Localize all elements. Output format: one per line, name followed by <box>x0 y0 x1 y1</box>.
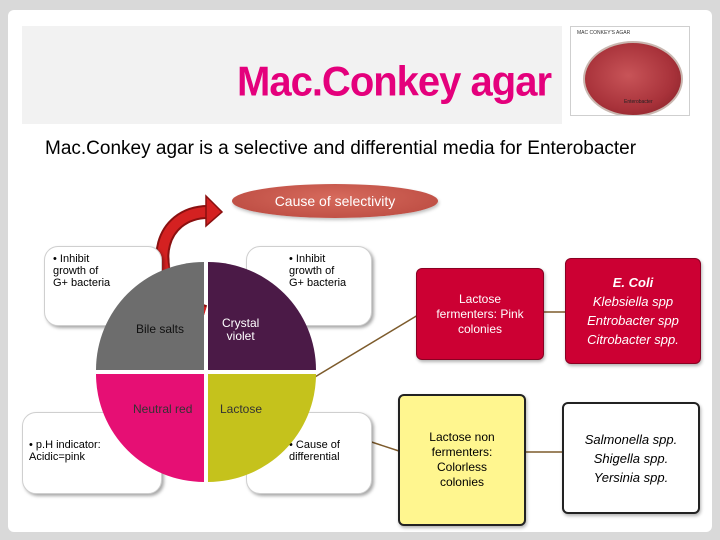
organism-shigella: Shigella spp. <box>593 450 669 466</box>
bile-salts-label: Bile salts <box>136 322 185 336</box>
organism-citrobacter: Citrobacter spp. <box>587 332 679 347</box>
crystal-violet-label: Crystal violet <box>222 316 260 343</box>
lactose-non-fermenters-text: Lactose non fermenters: Colorless coloni… <box>429 430 495 489</box>
note-bottom-left-text: • p.H indicator: Acidic=pink <box>29 439 101 463</box>
organism-yersinia: Yersinia spp. <box>593 469 669 485</box>
note-top-right-text: • Inhibit growth of G+ bacteria <box>289 253 347 289</box>
lactose-fermenters-text: Lactose fermenters: Pink colonies <box>436 291 524 336</box>
title-banner <box>22 26 562 124</box>
lactose-label: Lactose <box>220 402 263 416</box>
organism-klebsiella: Klebsiella spp <box>592 294 674 309</box>
non-fermenter-organisms-box: Salmonella spp. Shigella spp. Yersinia s… <box>562 402 700 514</box>
neutral-red-label: Neutral red <box>133 402 193 416</box>
note-top-left-text: • Inhibit growth of G+ bacteria <box>53 253 111 289</box>
dish-label: Enterobacter <box>624 99 653 105</box>
petri-dish <box>583 41 683 115</box>
slide-title: Mac.Conkey agar <box>237 58 552 106</box>
lactose-non-fermenters-box: Lactose non fermenters: Colorless coloni… <box>398 394 526 526</box>
fermenter-organisms-box: E. Coli Klebsiella spp Entrobacter spp C… <box>565 258 701 364</box>
organism-salmonella: Salmonella spp. <box>584 431 678 447</box>
agar-plate-photo: MAC CONKEY'S AGAR Enterobacter <box>570 26 690 116</box>
organism-entrobacter: Entrobacter spp <box>587 313 679 328</box>
lactose-fermenters-box: Lactose fermenters: Pink colonies <box>416 268 544 360</box>
note-bottom-right-text: • Cause of differential <box>289 439 340 463</box>
organism-e-coli: E. Coli <box>612 275 654 290</box>
cause-of-selectivity-badge: Cause of selectivity <box>232 184 438 218</box>
slide-subtitle: Mac.Conkey agar is a selective and diffe… <box>45 138 637 159</box>
photo-label: MAC CONKEY'S AGAR <box>577 30 631 36</box>
